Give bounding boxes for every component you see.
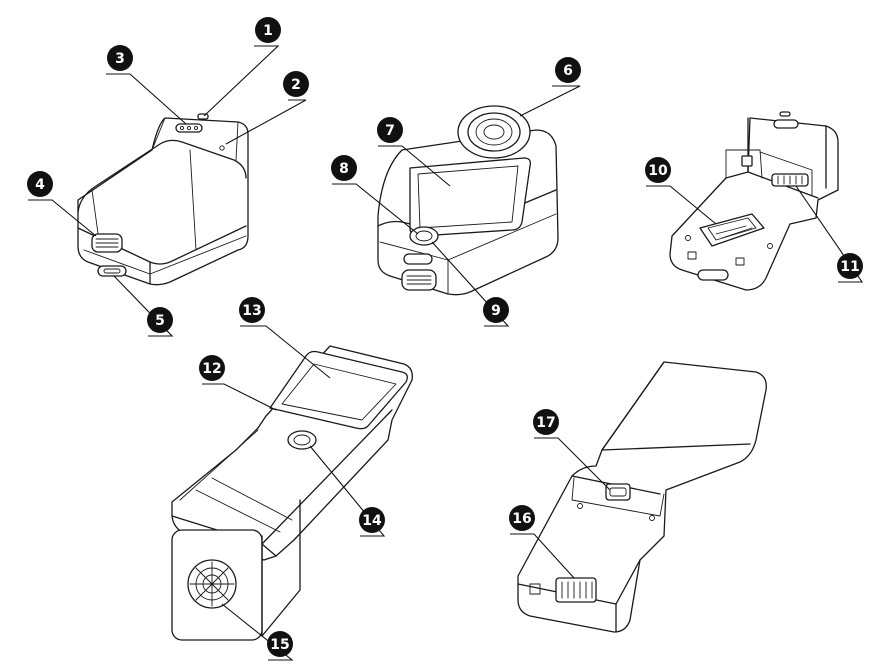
top-port-slot	[197, 113, 209, 120]
callout-4: 4	[27, 171, 53, 197]
callout-15-label: 15	[270, 637, 289, 653]
callout-10-label: 10	[648, 163, 668, 179]
leader-1	[203, 45, 280, 117]
callout-badges: 1 2 3 4 5 6 7 8	[27, 17, 863, 657]
leader-15	[221, 603, 294, 661]
leader-2	[225, 99, 307, 145]
dock-usb-port	[697, 269, 729, 281]
callout-12: 12	[199, 355, 225, 381]
indicator-leds	[175, 123, 203, 133]
callout-7: 7	[377, 117, 403, 143]
callout-10: 10	[645, 157, 671, 183]
rear-screen	[281, 363, 397, 421]
callout-5: 5	[147, 307, 173, 333]
battery-module-front	[77, 113, 249, 286]
callout-4-label: 4	[35, 177, 45, 193]
back-connector-pins	[555, 577, 597, 603]
callout-11-label: 11	[840, 259, 859, 275]
callout-2-label: 2	[291, 77, 301, 93]
callout-9-label: 9	[491, 303, 501, 319]
leader-16	[510, 533, 575, 579]
callout-16-label: 16	[512, 511, 531, 527]
camera-module	[377, 105, 559, 296]
leader-7	[378, 145, 451, 187]
callout-16: 16	[509, 505, 535, 531]
leader-14	[309, 445, 386, 537]
callout-2: 2	[283, 71, 309, 97]
callout-13: 13	[239, 297, 265, 323]
leader-17	[534, 437, 611, 491]
callout-15: 15	[267, 631, 293, 657]
callout-7-label: 7	[385, 123, 395, 139]
usb-c-port	[97, 265, 127, 277]
module-dock-back	[669, 111, 839, 291]
pinhole	[219, 145, 225, 151]
callout-3: 3	[107, 45, 133, 71]
camera-usb-port	[403, 253, 433, 265]
leader-8	[332, 183, 419, 235]
callout-lines	[28, 45, 864, 661]
lens	[475, 118, 513, 146]
leader-3	[106, 73, 187, 125]
leader-4	[28, 199, 97, 237]
extended-body-front	[171, 345, 413, 641]
callout-17: 17	[533, 409, 559, 435]
callout-17-label: 17	[536, 415, 555, 431]
callout-6: 6	[555, 57, 581, 83]
leader-13	[240, 325, 331, 379]
callout-3-label: 3	[115, 51, 125, 67]
rear-screen-frame	[269, 350, 408, 430]
dock-connector-pins	[771, 173, 809, 187]
callout-1: 1	[255, 17, 281, 43]
callout-11: 11	[837, 253, 863, 279]
leader-6	[519, 85, 581, 117]
callout-8: 8	[331, 155, 357, 181]
dock-leds	[773, 119, 799, 129]
callout-14-label: 14	[362, 513, 382, 529]
callout-8-label: 8	[339, 161, 349, 177]
leader-11	[795, 185, 864, 283]
callout-14: 14	[359, 507, 385, 533]
shutter-button	[409, 226, 439, 246]
extended-body-back	[517, 361, 767, 633]
leader-10	[646, 185, 717, 225]
leader-9	[431, 241, 510, 327]
leader-5	[113, 275, 174, 337]
callout-6-label: 6	[563, 63, 573, 79]
rear-button	[287, 430, 317, 450]
callout-13-label: 13	[242, 303, 261, 319]
callout-5-label: 5	[155, 313, 165, 329]
leader-12	[202, 383, 277, 411]
callout-1-label: 1	[263, 23, 273, 39]
callout-12-label: 12	[202, 361, 221, 377]
callout-9: 9	[483, 297, 509, 323]
